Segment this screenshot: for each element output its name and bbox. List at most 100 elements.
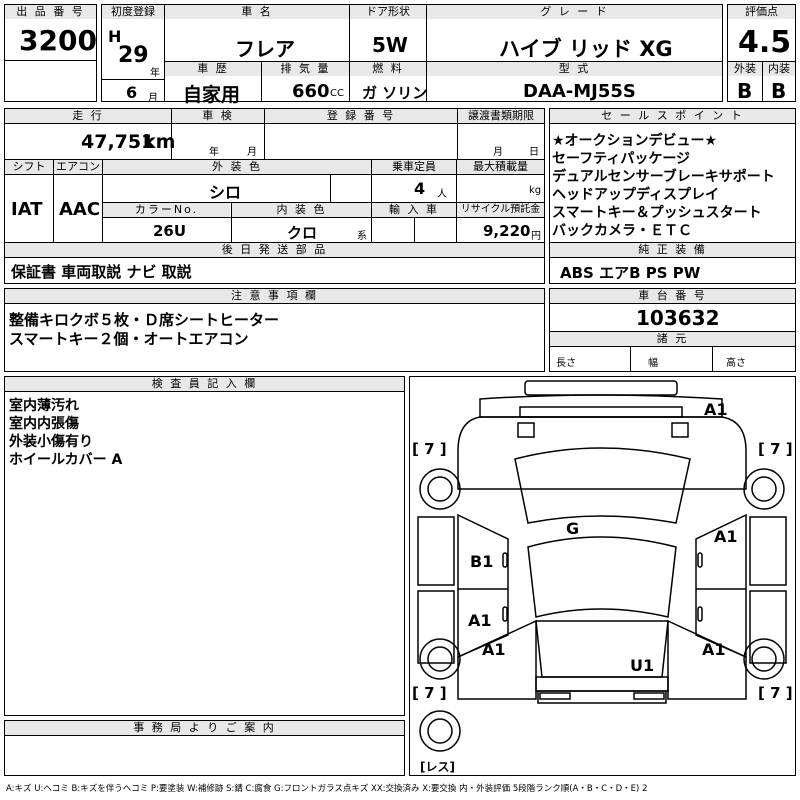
damage-a1-left-rear: A1 (482, 640, 506, 659)
right-rear-door (749, 590, 787, 664)
left-mirror (517, 422, 535, 438)
transfer-month-unit: 月 (493, 147, 503, 158)
interior-color: クロ (287, 224, 318, 242)
lot-extra-box (4, 60, 97, 102)
car-diagram (417, 380, 787, 752)
history-label: 車 歴 (165, 62, 261, 76)
inspector-line-4: ホイールカバー A (9, 452, 123, 468)
chassis-label: 車 台 番 号 (550, 289, 795, 303)
inspector-line-1: 室内薄汚れ (9, 398, 79, 414)
notes-label: 注 意 事 項 欄 (5, 289, 544, 303)
interior-label: 内装 (763, 62, 795, 76)
mileage-unit: km (143, 131, 176, 153)
month-unit: 月 (148, 93, 158, 104)
fuel-box: 燃 料 ガ ソリン (349, 61, 427, 102)
spare-tire (419, 710, 461, 752)
trunk (535, 676, 669, 692)
right-mirror (671, 422, 689, 438)
office-box: 事 務 局 よ り ご 案 内 (4, 720, 405, 776)
hood (479, 394, 723, 418)
door-label: ドア形状 (350, 5, 426, 19)
rear-body (457, 619, 537, 700)
notes-line-2: スマートキー２個・オートエアコン (9, 330, 249, 348)
color-label: 外 装 色 (103, 160, 371, 174)
damage-u1-rear: U1 (630, 656, 655, 675)
height-label: 高さ (726, 358, 746, 369)
front-body (457, 416, 747, 490)
docs: 保証書 車両取説 ナビ 取説 (11, 263, 192, 281)
history: 自家用 (183, 84, 241, 106)
model-box: 型 式 DAA-MJ55S (426, 61, 723, 102)
color-number: 26U (153, 222, 187, 240)
score-label: 評価点 (728, 5, 795, 19)
import-label: 輸 入 車 (372, 203, 456, 217)
registration-month: 6 (126, 83, 138, 102)
score-box: 評価点 4.5 (727, 4, 796, 62)
interior-box: 内装 B (762, 61, 796, 103)
left-front-door (417, 516, 455, 586)
rear-bumper (537, 690, 667, 704)
interior-color-label: 内 装 色 (232, 203, 371, 217)
registration-year: 29 (118, 43, 149, 68)
equipment: ABS エアB PS PW (560, 264, 701, 282)
color-no-label: カラーNo. (103, 203, 230, 217)
notes-box: 注 意 事 項 欄 整備キロクボ５枚・Ｄ席シートヒーター スマートキー２個・オー… (4, 288, 545, 372)
front-left-tire (419, 468, 461, 510)
windshield (514, 447, 691, 524)
max-load-unit: kg (529, 185, 542, 196)
damage-g-windshield: G (566, 519, 580, 538)
exterior-grade: B (737, 79, 753, 103)
rear-plate-left (539, 692, 571, 700)
rear-body-right (667, 619, 747, 700)
capacity-unit: 人 (437, 189, 447, 200)
inspector-label: 検 査 員 記 入 欄 (5, 377, 404, 391)
inspector-box: 検 査 員 記 入 欄 室内薄汚れ 室内内張傷 外装小傷有り ホイールカバー A (4, 376, 405, 716)
sales-point-2: セーフティパッケージ (552, 151, 691, 167)
sales-points-label: セ ー ル ス ポ イ ン ト (550, 109, 795, 123)
rear-plate-right (633, 692, 665, 700)
shift: IAT (11, 199, 43, 220)
displacement-label: 排 気 量 (262, 62, 349, 76)
ac-type: AAC (59, 199, 101, 220)
grade-box: グ レ ー ド ハイブ リッド XG (426, 4, 723, 62)
exterior-label: 外装 (728, 62, 762, 76)
year-unit: 年 (150, 68, 160, 79)
docs-label: 後 日 発 送 部 品 (5, 243, 544, 257)
first-registration-box: 初度登録 H 29 年 6 月 (101, 4, 165, 104)
inspector-line-2: 室内内張傷 (9, 416, 79, 432)
equipment-label: 純 正 装 備 (550, 243, 795, 257)
body-color: シロ (209, 183, 242, 202)
transfer-label: 譲渡書類期限 (458, 109, 544, 123)
first-registration-label: 初度登録 (102, 5, 164, 19)
sales-points-box: セ ー ル ス ポ イ ン ト ★オークションデビュー★ セーフティパッケージ … (549, 108, 796, 284)
rear-left-wheel (427, 646, 453, 672)
model-code: DAA-MJ55S (523, 81, 636, 102)
grade: ハイブ リッド XG (499, 37, 673, 61)
length-label: 長さ (556, 358, 576, 369)
sales-point-4: ヘッドアップディスプレイ (552, 187, 720, 203)
lot-number-label: 出 品 番 号 (5, 5, 96, 19)
fuel: ガ ソリン (362, 84, 428, 102)
sales-point-6: バックカメラ・ＥＴＣ (552, 223, 692, 239)
capacity-label: 乗車定員 (372, 160, 456, 174)
rear-right-tire (743, 638, 785, 680)
mileage-label: 走 行 (5, 109, 171, 123)
lot-number: 3200 (19, 24, 97, 57)
max-load-label: 最大積載量 (457, 160, 544, 174)
capacity: 4 (414, 179, 426, 198)
right-front-door (749, 516, 787, 586)
front-right-tire (743, 468, 785, 510)
tire-rear-left: [ 7 ] (412, 684, 447, 702)
door-type: 5W (372, 33, 408, 57)
tire-front-left: [ 7 ] (412, 440, 447, 458)
interior-color-unit: 系 (357, 231, 367, 242)
rear-left-tire (419, 638, 461, 680)
history-box: 車 歴 自家用 (164, 61, 262, 106)
tire-rear-right: [ 7 ] (758, 684, 793, 702)
mileage: 47,751 (81, 131, 155, 153)
damage-b1-left: B1 (470, 552, 494, 571)
era: H (108, 27, 122, 46)
right-side (695, 513, 747, 659)
displacement-unit: CC (330, 88, 344, 99)
car-name-label: 車 名 (165, 5, 349, 19)
